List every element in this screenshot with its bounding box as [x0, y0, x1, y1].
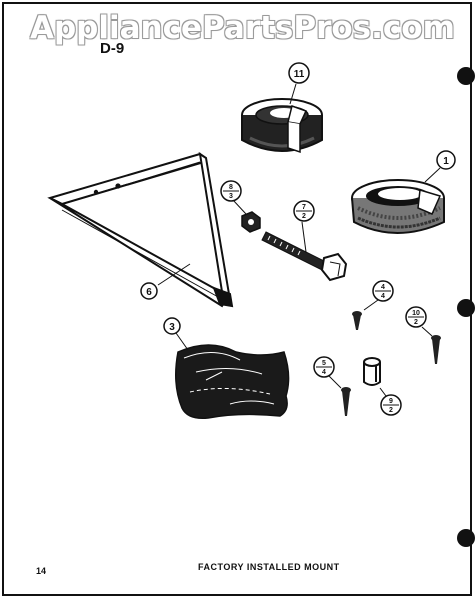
page-number: 14 — [36, 566, 47, 576]
svg-text:4: 4 — [381, 284, 385, 291]
callout-3: 3 — [163, 317, 181, 335]
svg-text:1: 1 — [443, 156, 449, 167]
svg-text:9: 9 — [389, 398, 393, 405]
callout-11: 11 — [288, 62, 310, 84]
svg-text:6: 6 — [146, 287, 152, 298]
part-8-nut — [241, 211, 261, 233]
binder-hole-top — [457, 67, 475, 85]
svg-text:3: 3 — [229, 193, 233, 200]
svg-text:4: 4 — [381, 293, 385, 300]
svg-text:5: 5 — [322, 360, 326, 367]
svg-text:2: 2 — [414, 319, 418, 326]
svg-text:7: 7 — [302, 204, 306, 211]
svg-text:8: 8 — [229, 184, 233, 191]
section-label: D-9 — [100, 40, 125, 57]
part-5-screw — [341, 387, 351, 416]
callout-5: 5 4 — [313, 356, 335, 378]
callout-6: 6 — [140, 282, 158, 300]
callout-8: 8 3 — [220, 180, 242, 202]
svg-text:4: 4 — [322, 369, 326, 376]
figure-caption: FACTORY INSTALLED MOUNT — [198, 562, 340, 572]
binder-hole-middle — [457, 299, 475, 317]
watermark-logo: AppliancePartsPros.com — [30, 10, 455, 46]
page-border — [2, 2, 472, 596]
part-6-support-bracket — [47, 151, 234, 308]
callout-1: 1 — [436, 150, 456, 170]
part-4-screw — [352, 311, 362, 330]
callout-10: 10 2 — [405, 306, 427, 328]
part-1-seal-roll — [351, 179, 445, 234]
svg-text:2: 2 — [389, 407, 393, 414]
svg-text:3: 3 — [169, 322, 175, 333]
binder-hole-bottom — [457, 529, 475, 547]
svg-text:11: 11 — [294, 69, 305, 80]
part-9-spacer — [363, 357, 381, 386]
part-11-grommet — [241, 98, 323, 154]
part-10-screw — [431, 335, 441, 364]
svg-text:2: 2 — [302, 213, 306, 220]
callout-7: 7 2 — [293, 200, 315, 222]
part-7-bolt — [261, 231, 348, 282]
part-3-foam-pad — [175, 344, 290, 420]
callout-4: 4 4 — [372, 280, 394, 302]
svg-text:10: 10 — [412, 310, 420, 317]
callout-9: 9 2 — [380, 394, 402, 416]
